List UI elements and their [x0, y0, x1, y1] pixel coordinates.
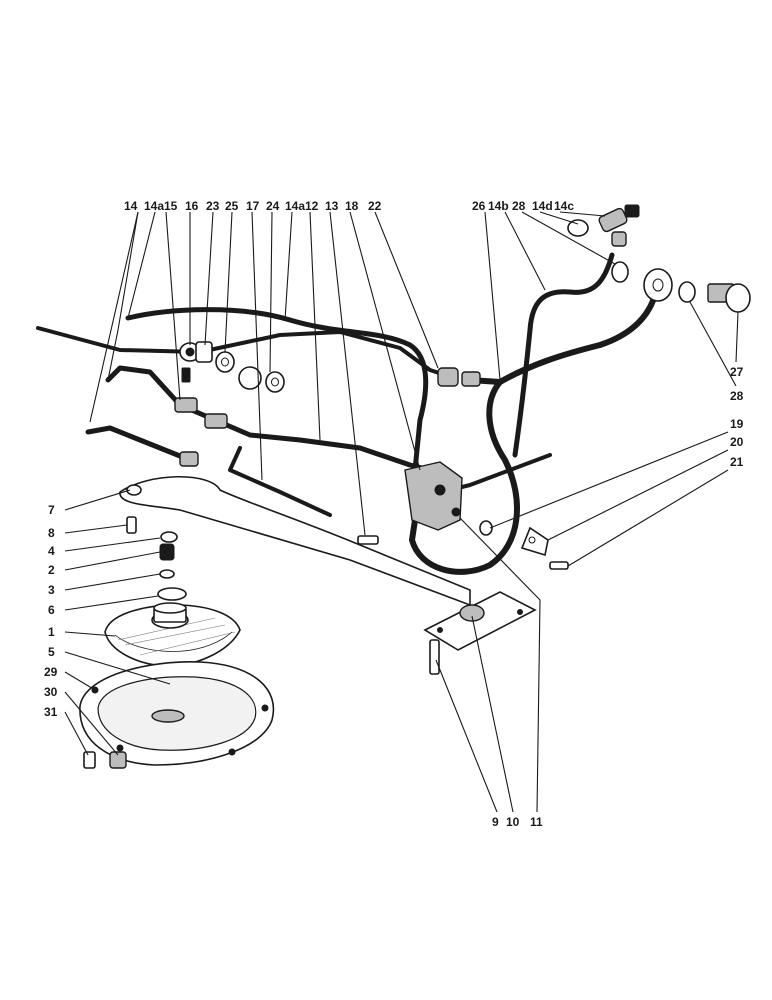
diaphragm-assembly: [79, 516, 275, 769]
label-31: 31: [44, 705, 58, 719]
label-15: 15: [164, 199, 178, 213]
label-3: 3: [48, 583, 55, 597]
washer-28-right: [678, 281, 696, 303]
lever-arm-7: [119, 475, 537, 675]
label-11: 11: [530, 815, 543, 829]
washer-19: [479, 520, 493, 536]
nut-2: [159, 543, 175, 561]
label-17: 17: [246, 199, 260, 213]
label-26: 26: [472, 199, 486, 213]
bolt-16: [181, 367, 191, 383]
clip-30: [109, 751, 127, 769]
label-4: 4: [48, 544, 55, 558]
label-29: 29: [44, 665, 58, 679]
label-21: 21: [730, 455, 744, 469]
elbow-fitting-14c: [567, 204, 640, 247]
label-14d: 14d: [532, 199, 553, 213]
label-9: 9: [492, 815, 499, 829]
label-6: 6: [48, 603, 55, 617]
screw-8: [126, 516, 137, 534]
label-25: 25: [225, 199, 239, 213]
washer-3: [159, 569, 175, 579]
label-19: 19: [730, 417, 744, 431]
banjo-24: [238, 366, 262, 390]
label-20: 20: [730, 435, 744, 449]
label-14a-2: 14a: [285, 199, 305, 213]
washer-4: [160, 531, 178, 543]
label-30: 30: [44, 685, 58, 699]
coupling-22: [437, 367, 459, 387]
label-14b: 14b: [488, 199, 509, 213]
bolt-13: [357, 535, 379, 545]
leader-lines: [64, 211, 739, 813]
pipe-assembly: [36, 252, 658, 575]
part-labels: 14 14a 15 16 23 25 17 24 14a 12 13 18 22…: [44, 199, 744, 829]
coupling-22b: [461, 371, 481, 387]
label-13: 13: [325, 199, 339, 213]
nut-23: [195, 341, 213, 363]
label-1: 1: [48, 625, 55, 639]
right-loop-pipe: [467, 292, 658, 385]
mounting-plate: [423, 591, 537, 651]
label-28: 28: [512, 199, 526, 213]
label-10: 10: [506, 815, 520, 829]
bolt-31: [83, 751, 96, 769]
ring-6: [157, 587, 187, 601]
label-5: 5: [48, 645, 55, 659]
label-8: 8: [48, 526, 55, 540]
label-12: 12: [305, 199, 319, 213]
coupling-14a: [204, 413, 228, 429]
bolt-27: [707, 283, 751, 313]
fittings: [174, 204, 751, 570]
label-7: 7: [48, 503, 55, 517]
bolt-21: [549, 561, 569, 570]
label-18: 18: [345, 199, 359, 213]
label-24: 24: [266, 199, 280, 213]
label-23: 23: [206, 199, 220, 213]
coupling-15: [174, 397, 198, 413]
label-14a: 14a: [144, 199, 164, 213]
label-28-right: 28: [730, 389, 744, 403]
label-27: 27: [730, 365, 744, 379]
label-14: 14: [124, 199, 138, 213]
label-14c: 14c: [554, 199, 574, 213]
label-22: 22: [368, 199, 382, 213]
label-2: 2: [48, 563, 55, 577]
coupling-lower: [179, 451, 199, 467]
lower-left-pipe: [85, 425, 198, 465]
bolt-9: [429, 639, 440, 675]
washer-28-top: [611, 261, 629, 283]
valve-block: [404, 461, 463, 531]
label-16: 16: [185, 199, 199, 213]
